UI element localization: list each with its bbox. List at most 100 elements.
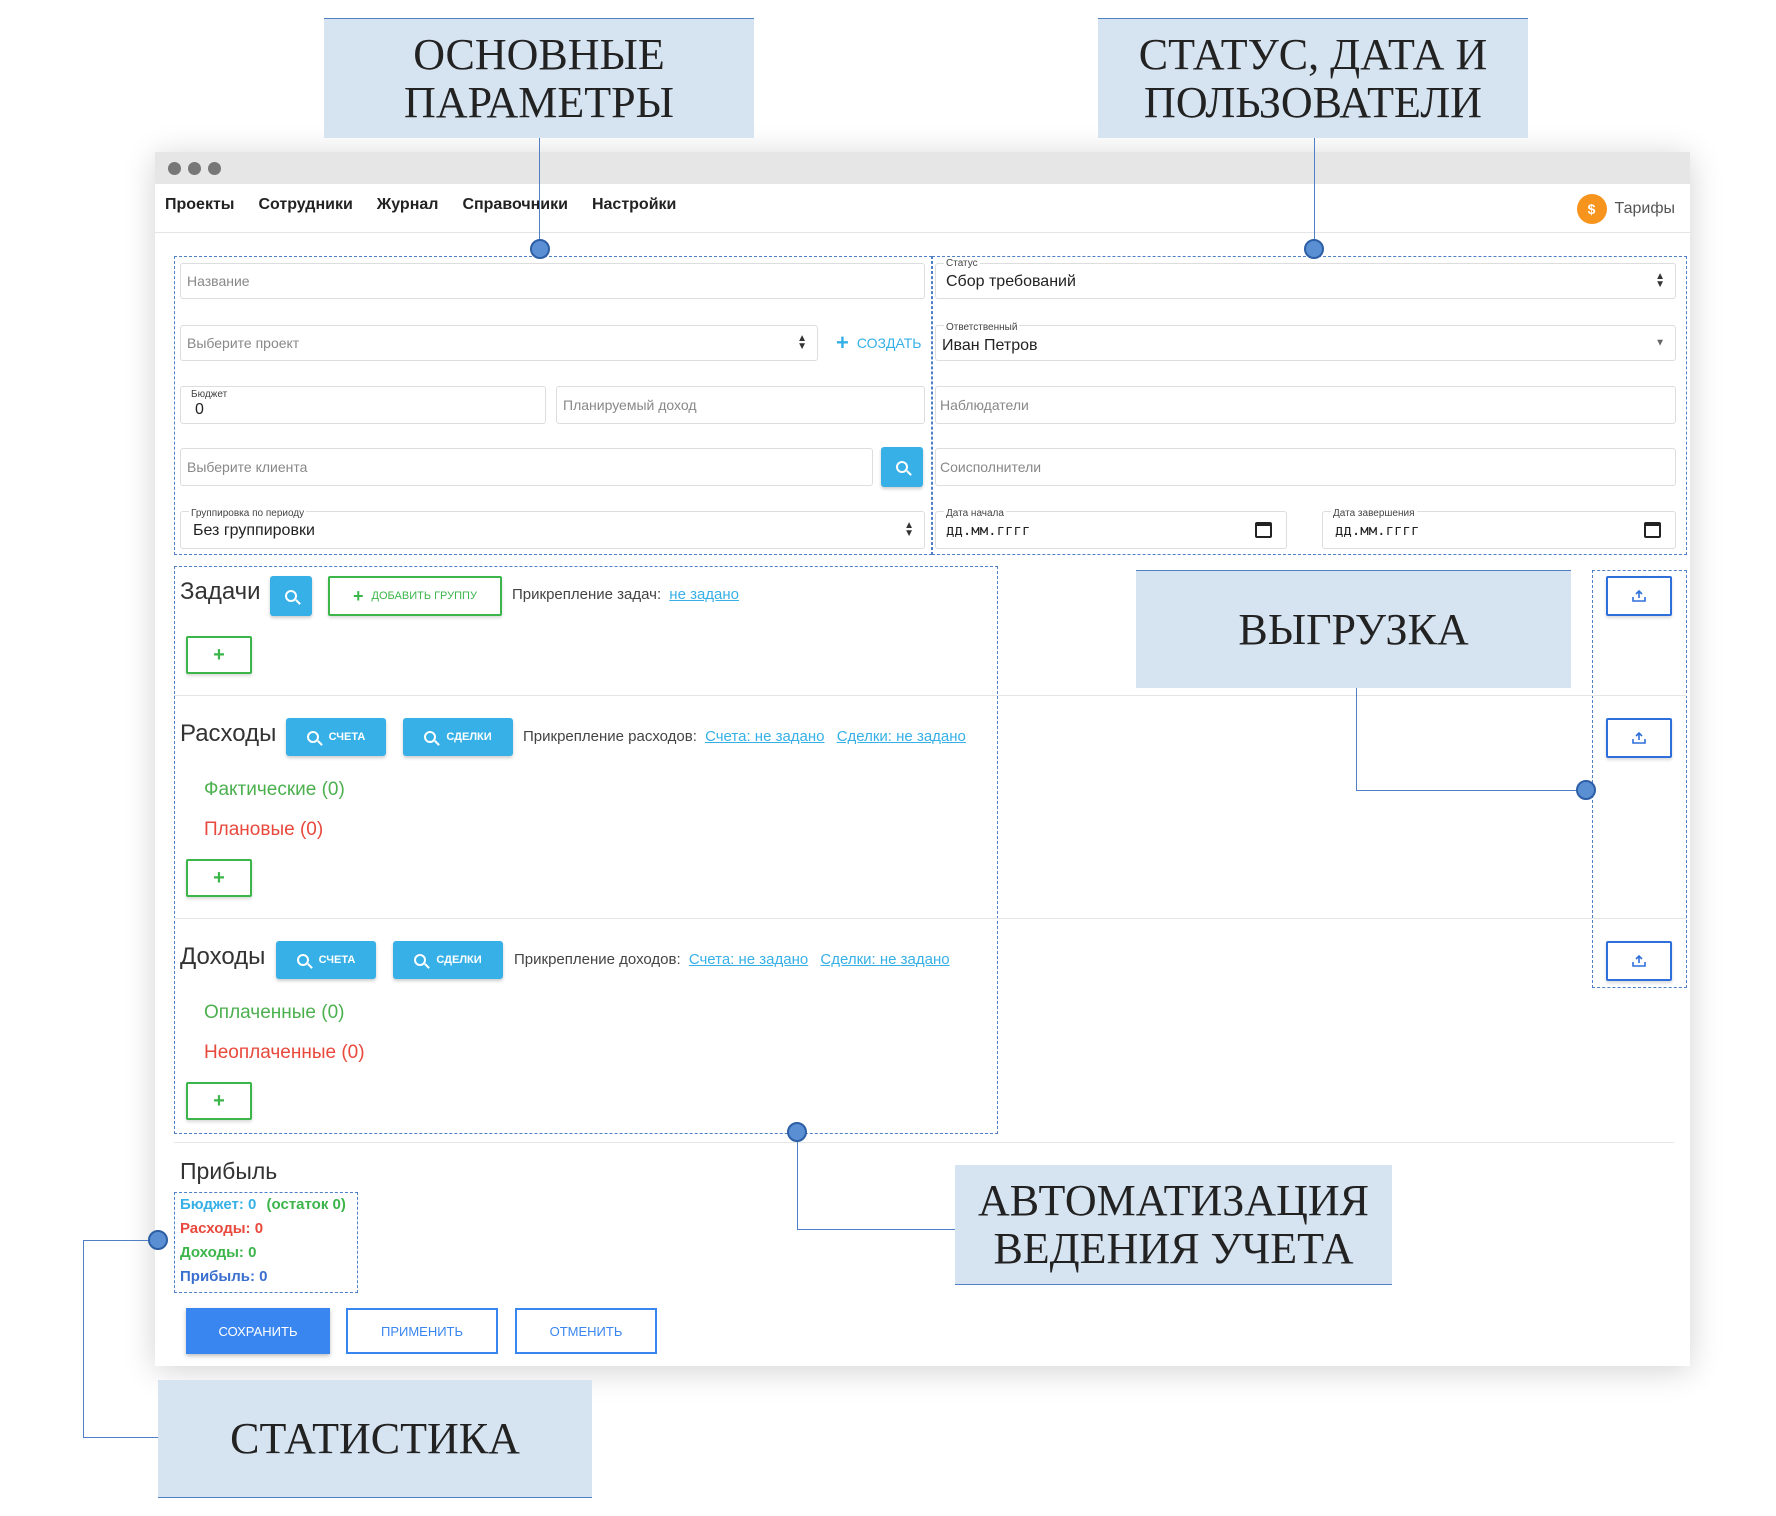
expenses-attach-label: Прикрепление расходов: xyxy=(523,728,697,745)
nav-item-references[interactable]: Справочники xyxy=(462,196,568,213)
add-task-button[interactable]: + xyxy=(186,636,252,674)
callout-export: ВЫГРУЗКА xyxy=(1136,570,1571,688)
callout-connector xyxy=(1356,790,1586,791)
stat-remainder: (остаток 0) xyxy=(266,1196,346,1213)
project-placeholder: Выберите проект xyxy=(187,335,300,351)
nav-item-projects[interactable]: Проекты xyxy=(165,196,235,213)
expenses-accounts-label: СЧЕТА xyxy=(328,731,366,743)
export-tasks-button[interactable] xyxy=(1606,576,1672,616)
callout-connector xyxy=(83,1240,153,1241)
incomes-attach-deals-link[interactable]: Сделки: не задано xyxy=(820,951,950,968)
incomes-unpaid-link[interactable]: Неоплаченные (0) xyxy=(204,1042,365,1063)
callout-main-params: ОСНОВНЫЕ ПАРАМЕТРЫ xyxy=(324,18,754,138)
client-input[interactable]: Выберите клиента xyxy=(180,448,873,486)
start-date-value: дд.мм.гггг xyxy=(946,522,1031,539)
incomes-attach: Прикрепление доходов: Счета: не задано С… xyxy=(514,951,950,968)
search-icon xyxy=(296,954,309,966)
end-date-label: Дата завершения xyxy=(1331,508,1417,519)
export-icon xyxy=(1632,590,1646,602)
expenses-attach-accounts-link[interactable]: Счета: не задано xyxy=(705,728,825,745)
calendar-icon[interactable] xyxy=(1255,522,1272,538)
expenses-actual-link[interactable]: Фактические (0) xyxy=(204,779,345,800)
observers-input[interactable]: Наблюдатели xyxy=(935,386,1676,424)
save-button[interactable]: СОХРАНИТЬ xyxy=(186,1308,330,1354)
incomes-attach-accounts-link[interactable]: Счета: не задано xyxy=(688,951,809,968)
stat-budget: Бюджет: 0 (остаток 0) xyxy=(180,1196,346,1213)
plus-icon: + xyxy=(213,1089,225,1112)
status-select[interactable]: Статус Сбор требований ▲▼ xyxy=(935,258,1676,299)
region-handle xyxy=(1576,780,1596,800)
observers-placeholder: Наблюдатели xyxy=(940,397,1029,413)
tasks-search-button[interactable] xyxy=(270,576,312,616)
callout-status-users-text: СТАТУС, ДАТА И ПОЛЬЗОВАТЕЛИ xyxy=(1138,29,1488,127)
updown-arrow-icon: ▲▼ xyxy=(1655,271,1665,290)
coexecutors-placeholder: Соисполнители xyxy=(940,459,1042,475)
stat-budget-value: Бюджет: 0 xyxy=(180,1196,257,1213)
responsible-select[interactable]: Ответственный Иван Петров ▼ xyxy=(935,322,1676,361)
automation-region xyxy=(174,566,998,1134)
search-icon xyxy=(414,954,427,966)
nav-item-journal[interactable]: Журнал xyxy=(376,196,439,213)
status-label: Статус xyxy=(944,258,980,269)
cancel-button[interactable]: ОТМЕНИТЬ xyxy=(515,1308,657,1354)
incomes-accounts-button[interactable]: СЧЕТА xyxy=(276,941,376,979)
tasks-title: Задачи xyxy=(180,578,261,605)
export-icon xyxy=(1632,955,1646,967)
callout-automation-text: АВТОМАТИЗАЦИЯ ВЕДЕНИЯ УЧЕТА xyxy=(977,1175,1369,1273)
search-icon xyxy=(285,590,297,602)
section-divider xyxy=(174,918,1687,919)
project-select[interactable]: Выберите проект ▲▼ xyxy=(180,325,818,361)
plus-icon: + xyxy=(353,585,364,606)
callout-connector xyxy=(1356,688,1357,790)
add-expense-button[interactable]: + xyxy=(186,859,252,897)
create-project-button[interactable]: + СОЗДАТЬ xyxy=(836,330,921,356)
expenses-deals-button[interactable]: СДЕЛКИ xyxy=(403,718,513,756)
callout-statistics-text: СТАТИСТИКА xyxy=(230,1413,520,1463)
dollar-icon: $ xyxy=(1576,194,1607,224)
incomes-paid-link[interactable]: Оплаченные (0) xyxy=(204,1002,345,1023)
region-handle xyxy=(787,1122,807,1142)
expenses-title: Расходы xyxy=(180,720,277,747)
tariff-link[interactable]: $ Тарифы xyxy=(1576,194,1675,224)
apply-button[interactable]: ПРИМЕНИТЬ xyxy=(346,1308,498,1354)
client-search-button[interactable] xyxy=(881,447,923,487)
window-control-dot[interactable] xyxy=(168,162,181,175)
chevron-down-icon: ▼ xyxy=(1655,337,1665,349)
export-expenses-button[interactable] xyxy=(1606,718,1672,758)
grouping-value: Без группировки xyxy=(193,521,315,539)
end-date-value: дд.мм.гггг xyxy=(1335,522,1420,539)
region-handle xyxy=(148,1230,168,1250)
name-input[interactable]: Название xyxy=(180,263,925,299)
add-income-button[interactable]: + xyxy=(186,1082,252,1120)
section-divider xyxy=(174,1142,1674,1143)
responsible-value: Иван Петров xyxy=(942,336,1038,354)
end-date-input[interactable]: Дата завершения дд.мм.гггг xyxy=(1322,508,1676,549)
expenses-attach-deals-link[interactable]: Сделки: не задано xyxy=(836,728,966,745)
name-placeholder: Название xyxy=(187,273,250,289)
tasks-attach-link[interactable]: не задано xyxy=(669,586,740,603)
expenses-deals-label: СДЕЛКИ xyxy=(446,731,492,743)
nav-item-employees[interactable]: Сотрудники xyxy=(258,196,353,213)
start-date-label: Дата начала xyxy=(944,508,1006,519)
search-icon xyxy=(306,731,319,743)
tasks-attach-label: Прикрепление задач: xyxy=(512,586,662,603)
window-control-dot[interactable] xyxy=(208,162,221,175)
client-placeholder: Выберите клиента xyxy=(187,459,308,475)
coexecutors-input[interactable]: Соисполнители xyxy=(935,448,1676,486)
planned-income-input[interactable]: Планируемый доход xyxy=(556,386,925,424)
stat-expenses: Расходы: 0 xyxy=(180,1220,264,1237)
window-control-dot[interactable] xyxy=(188,162,201,175)
start-date-input[interactable]: Дата начала дд.мм.гггг xyxy=(935,508,1287,549)
expenses-planned-link[interactable]: Плановые (0) xyxy=(204,819,324,840)
grouping-select[interactable]: Группировка по периоду Без группировки ▲… xyxy=(180,508,925,549)
planned-income-placeholder: Планируемый доход xyxy=(563,397,697,413)
incomes-deals-button[interactable]: СДЕЛКИ xyxy=(393,941,503,979)
expenses-accounts-button[interactable]: СЧЕТА xyxy=(286,718,386,756)
calendar-icon[interactable] xyxy=(1644,522,1661,538)
export-incomes-button[interactable] xyxy=(1606,941,1672,981)
callout-connector xyxy=(83,1437,158,1438)
nav-item-settings[interactable]: Настройки xyxy=(591,196,677,213)
budget-field[interactable]: Бюджет 0 xyxy=(180,386,546,424)
incomes-accounts-label: СЧЕТА xyxy=(318,954,356,966)
add-group-button[interactable]: + ДОБАВИТЬ ГРУППУ xyxy=(328,576,502,616)
